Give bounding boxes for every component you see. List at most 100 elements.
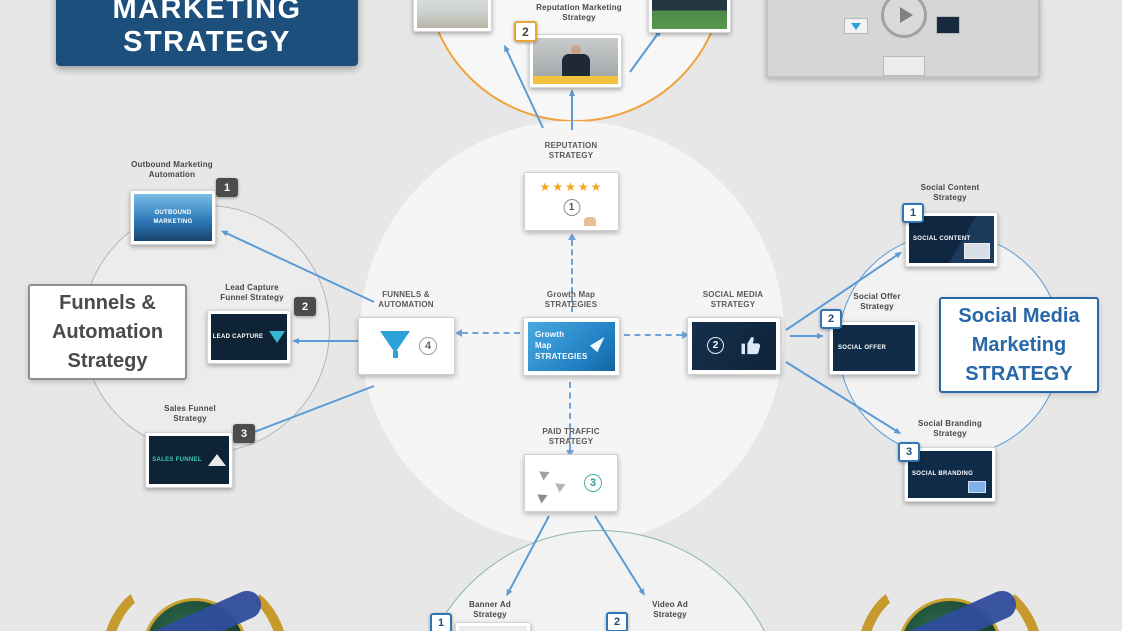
social-media-strategy-card[interactable]: 2 xyxy=(687,317,781,375)
label-line-2: STRATEGY xyxy=(710,300,756,310)
label-line-2: STRATEGY xyxy=(548,151,594,161)
social-offer-badge: 2 xyxy=(820,309,842,329)
thumbnail-title: SOCIAL CONTENT xyxy=(913,236,971,243)
label-line-1: Reputation Marketing xyxy=(536,3,622,12)
lead-capture-thumbnail[interactable]: LEAD CAPTURE xyxy=(207,310,291,364)
reputation-number: 1 xyxy=(563,199,580,216)
paid-traffic-strategy-card[interactable]: 3 xyxy=(524,454,618,512)
reputation-strategy-label: REPUTATION STRATEGY xyxy=(521,141,621,162)
label-line-1: Sales Funnel xyxy=(164,404,216,413)
label-line-1: Growth Map xyxy=(546,290,596,299)
pyramid-icon xyxy=(207,454,226,466)
outbound-marketing-thumbnail[interactable]: OUTBOUND MARKETING xyxy=(130,190,216,245)
social-branding-thumbnail[interactable]: SOCIAL BRANDING xyxy=(904,447,996,502)
title-line-1: Funnels & xyxy=(59,291,156,314)
preview-panel[interactable] xyxy=(766,0,1040,78)
funnels-cluster-title-box: Funnels & Automation Strategy xyxy=(28,284,187,380)
label-line-1: SOCIAL MEDIA xyxy=(702,290,764,299)
funnels-automation-label: FUNNELS & AUTOMATION xyxy=(356,290,456,311)
reputation-marketing-strategy-label: Reputation Marketing Strategy xyxy=(518,3,640,24)
video-ad-badge: 2 xyxy=(606,612,628,631)
social-cluster-title-box: Social Media Marketing STRATEGY xyxy=(939,297,1099,393)
outbound-marketing-badge: 1 xyxy=(216,178,238,197)
social-content-thumbnail[interactable]: SOCIAL CONTENT xyxy=(905,212,998,267)
funnel-mini-icon xyxy=(851,22,861,30)
social-offer-thumbnail[interactable]: SOCIAL OFFER xyxy=(829,321,919,375)
growth-map-card[interactable]: Growth Map STRATEGIES xyxy=(523,317,620,376)
social-branding-badge: 3 xyxy=(898,442,920,462)
banner-ad-label: Banner Ad Strategy xyxy=(445,600,535,621)
label-line-1: Banner Ad xyxy=(469,600,511,609)
monitor-mini-icon xyxy=(968,481,986,493)
rocket-icon xyxy=(589,333,609,353)
label-line-2: Strategy xyxy=(860,302,894,312)
paid-traffic-number: 3 xyxy=(584,474,602,492)
play-icon xyxy=(899,7,913,23)
marketing-strategy-line1: MARKETING xyxy=(112,0,302,25)
award-emblem-left xyxy=(88,578,302,631)
funnel-icon xyxy=(380,331,410,358)
sales-funnel-badge: 3 xyxy=(233,424,255,443)
label-line-2: Strategy xyxy=(933,193,967,203)
reputation-office-thumbnail[interactable] xyxy=(413,0,492,32)
preview-slide-right xyxy=(936,16,960,34)
label-line-1: REPUTATION xyxy=(544,141,598,150)
crowd-arrow-icon xyxy=(539,467,552,481)
marketing-strategy-line2: STRATEGY xyxy=(123,26,291,58)
social-number: 2 xyxy=(707,337,724,354)
crowd-arrow-icon xyxy=(537,490,550,504)
connector-center-to-funnels xyxy=(462,332,520,334)
thumbnail-title: SALES FUNNEL xyxy=(152,456,202,463)
crowd-arrow-icon xyxy=(555,479,568,493)
banner-ad-thumbnail[interactable] xyxy=(455,622,531,631)
title-line-2: Marketing xyxy=(971,333,1067,356)
arrow-reputation-to-thumb-center xyxy=(571,95,573,130)
label-line-2: Automation xyxy=(148,170,196,180)
label-line-2: Strategy xyxy=(933,429,967,439)
video-ad-label: Video Ad Strategy xyxy=(625,600,715,621)
label-line-2: AUTOMATION xyxy=(378,300,434,310)
preview-slide-bottom xyxy=(883,56,925,76)
thumbs-up-icon xyxy=(741,337,761,355)
hand-icon xyxy=(584,217,596,226)
sales-funnel-thumbnail[interactable]: SALES FUNNEL xyxy=(145,432,233,488)
label-line-2: Funnel Strategy xyxy=(220,293,284,303)
award-emblem-right xyxy=(843,578,1057,631)
label-line-1: FUNNELS & xyxy=(382,290,430,299)
preview-slide-funnel xyxy=(844,18,868,34)
title-line-3: Strategy xyxy=(67,349,148,372)
label-line-1: Outbound Marketing xyxy=(131,160,213,169)
social-content-label: Social Content Strategy xyxy=(900,183,1000,204)
social-offer-label: Social Offer Strategy xyxy=(827,292,927,313)
caption-bar xyxy=(533,76,618,84)
arrow-social-to-offer xyxy=(790,332,824,339)
banner-ad-badge: 1 xyxy=(430,613,452,631)
sales-funnel-label: Sales Funnel Strategy xyxy=(140,404,240,425)
screenshot-mini-icon xyxy=(964,243,990,259)
funnels-automation-card[interactable]: 4 xyxy=(358,317,455,375)
funnels-number: 4 xyxy=(419,337,437,355)
label-line-1: Social Offer xyxy=(853,292,901,301)
label-line-2: Strategy xyxy=(473,610,507,620)
thumbnail-title: OUTBOUND MARKETING xyxy=(153,210,193,225)
thumbnail-title: SOCIAL BRANDING xyxy=(912,471,974,478)
thumbnail-title: LEAD CAPTURE xyxy=(212,333,264,340)
label-line-1: Video Ad xyxy=(652,600,688,609)
label-line-1: Lead Capture xyxy=(225,283,279,292)
outbound-marketing-label: Outbound Marketing Automation xyxy=(117,160,227,181)
social-branding-label: Social Branding Strategy xyxy=(900,419,1000,440)
label-line-2: STRATEGY xyxy=(548,437,594,447)
reputation-strategy-card[interactable]: ★★★★★ 1 xyxy=(524,172,619,231)
growth-map-label: Growth Map STRATEGIES xyxy=(521,290,621,311)
funnel-mini-icon xyxy=(269,331,286,343)
marketing-strategy-title-box: MARKETING STRATEGY xyxy=(56,0,358,66)
label-line-2: STRATEGIES xyxy=(544,300,598,310)
connector-center-to-social xyxy=(624,331,689,339)
paid-traffic-strategy-label: PAID TRAFFIC STRATEGY xyxy=(521,427,621,448)
reputation-video-thumbnail[interactable] xyxy=(648,0,731,33)
play-button[interactable] xyxy=(881,0,927,38)
social-media-strategy-label: SOCIAL MEDIA STRATEGY xyxy=(683,290,783,311)
reputation-speaker-thumbnail[interactable] xyxy=(529,34,622,88)
center-card-line1: Growth xyxy=(535,330,565,340)
